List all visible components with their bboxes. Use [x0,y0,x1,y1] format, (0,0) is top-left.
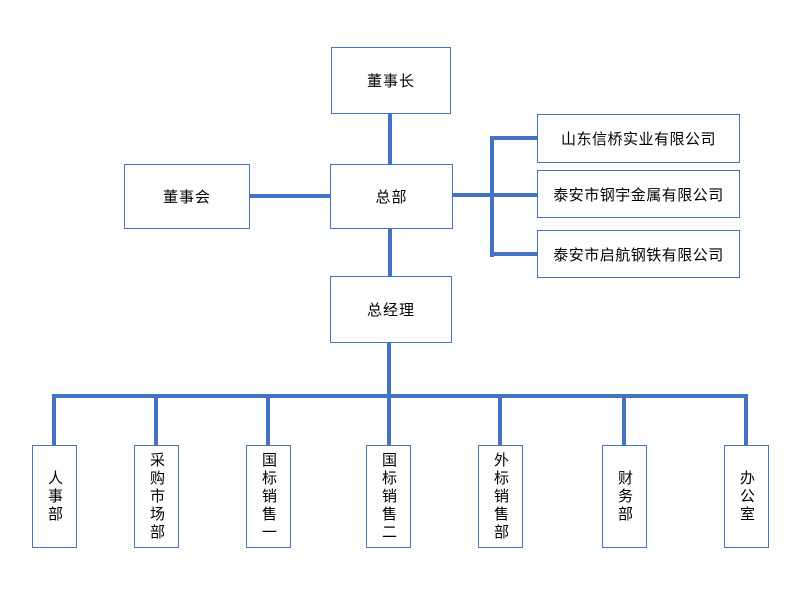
node-dept-domestic-sales-2[interactable]: 国标销售二 [366,445,411,548]
connector-headquarters-general-manager [388,228,392,277]
node-headquarters[interactable]: 总部 [330,164,453,229]
connector-drop-office [744,396,748,446]
connector-subsidiaries-trunk [490,136,494,257]
node-subsidiary-1-label: 山东信桥实业有限公司 [560,131,716,148]
node-dept-finance[interactable]: 财务部 [602,445,647,548]
connector-drop-domestic-sales-2 [387,396,391,446]
node-chairman-label: 董事长 [366,73,415,90]
node-dept-purchasing-market-label: 采购市场部 [148,451,165,542]
node-headquarters-label: 总部 [375,189,408,206]
node-dept-domestic-sales-2-label: 国标销售二 [380,451,397,542]
node-dept-external-sales[interactable]: 外标销售部 [478,445,523,548]
connector-general-manager-departments [387,342,391,396]
node-dept-purchasing-market[interactable]: 采购市场部 [134,445,179,548]
node-general-manager[interactable]: 总经理 [330,276,452,343]
connector-subsidiary-1-stub [490,136,538,140]
connector-drop-purchasing [154,396,158,446]
node-subsidiary-3-label: 泰安市启航钢铁有限公司 [553,246,724,264]
node-dept-domestic-sales-1[interactable]: 国标销售一 [246,445,291,548]
connector-drop-external-sales [498,396,502,446]
connector-subsidiary-3-stub [490,252,538,256]
node-subsidiary-shandong-xinqiao[interactable]: 山东信桥实业有限公司 [537,114,740,163]
connector-headquarters-subsidiaries [452,193,538,197]
node-dept-office-label: 办公室 [738,469,755,524]
connector-board-headquarters [249,194,331,198]
connector-drop-hr [52,396,56,446]
node-dept-hr[interactable]: 人事部 [32,445,77,548]
node-dept-external-sales-label: 外标销售部 [492,451,509,542]
node-board[interactable]: 董事会 [124,164,250,229]
connector-drop-finance [622,396,626,446]
node-chairman[interactable]: 董事长 [331,47,451,114]
node-dept-finance-label: 财务部 [616,469,633,524]
node-dept-hr-label: 人事部 [46,469,63,524]
connector-drop-domestic-sales-1 [266,396,270,446]
node-general-manager-label: 总经理 [366,302,415,319]
node-subsidiary-taian-gangyu[interactable]: 泰安市钢宇金属有限公司 [537,170,740,218]
node-board-label: 董事会 [162,189,211,206]
node-subsidiary-2-label: 泰安市钢宇金属有限公司 [553,186,724,204]
node-subsidiary-taian-qihang[interactable]: 泰安市启航钢铁有限公司 [537,230,740,278]
node-dept-domestic-sales-1-label: 国标销售一 [260,451,277,542]
connector-chairman-headquarters [388,113,392,165]
connector-departments-span [52,394,748,398]
node-dept-office[interactable]: 办公室 [724,445,769,548]
